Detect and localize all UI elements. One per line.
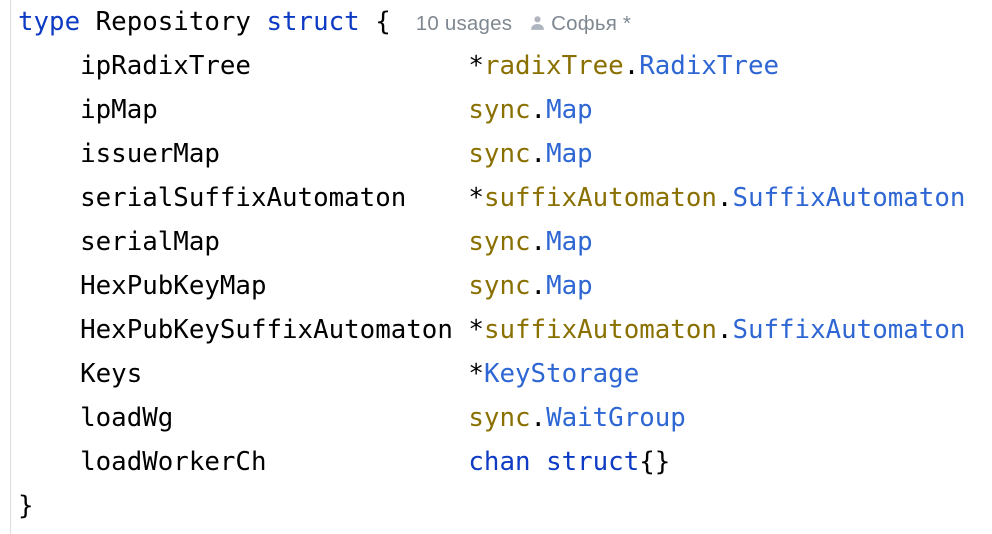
code-token-text: ipMap (18, 95, 469, 125)
code-token-package: sync (468, 271, 531, 301)
code-token-type_name: Map (546, 95, 593, 125)
code-token-text: Repository (80, 7, 267, 37)
code-token-text: . (716, 183, 733, 213)
code-line[interactable]: } (18, 484, 965, 528)
code-line[interactable]: issuerMap sync.Map (18, 132, 965, 176)
code-line[interactable]: serialMap sync.Map (18, 220, 965, 264)
code-token-text: . (530, 139, 547, 169)
code-token-text: . (530, 271, 547, 301)
code-token-package: suffixAutomaton (483, 183, 717, 213)
code-area[interactable]: type Repository struct {10 usages Софья *… (18, 0, 965, 528)
code-token-package: suffixAutomaton (483, 315, 717, 345)
code-token-type_name: RadixTree (639, 51, 780, 81)
code-token-type_name: Map (546, 271, 593, 301)
code-token-package: radixTree (483, 51, 624, 81)
code-token-text: } (18, 491, 34, 521)
code-token-keyword: chan (468, 447, 531, 477)
usages-inlay-hint[interactable]: 10 usages (415, 12, 513, 35)
code-token-text: . (530, 95, 547, 125)
code-token-type_name: WaitGroup (546, 403, 686, 433)
author-inlay-hint[interactable]: Софья * (551, 12, 632, 35)
person-icon (529, 15, 546, 32)
code-line[interactable]: serialSuffixAutomaton *suffixAutomaton.S… (18, 176, 965, 220)
code-token-package: sync (468, 139, 531, 169)
code-line[interactable]: HexPubKeyMap sync.Map (18, 264, 965, 308)
code-token-keyword: struct (266, 7, 360, 37)
code-token-text: {} (639, 447, 671, 477)
code-token-type_name: KeyStorage (483, 359, 640, 389)
code-token-keyword: struct (546, 447, 640, 477)
code-token-text: issuerMap (18, 139, 469, 169)
code-token-type_name: Map (546, 227, 593, 257)
code-line[interactable]: loadWorkerCh chan struct{} (18, 440, 965, 484)
code-token-package: sync (468, 95, 531, 125)
editor-left-border (10, 0, 11, 534)
code-token-text: serialSuffixAutomaton * (18, 183, 484, 213)
code-token-keyword: type (18, 7, 81, 37)
code-line[interactable]: HexPubKeySuffixAutomaton *suffixAutomato… (18, 308, 965, 352)
code-token-type_name: SuffixAutomaton (732, 183, 966, 213)
code-token-text: HexPubKeySuffixAutomaton * (18, 315, 484, 345)
code-line[interactable]: Keys *KeyStorage (18, 352, 965, 396)
code-token-text: . (530, 403, 547, 433)
code-line[interactable]: ipMap sync.Map (18, 88, 965, 132)
code-token-text: Keys * (18, 359, 484, 389)
code-token-text (531, 447, 547, 477)
code-token-text: HexPubKeyMap (18, 271, 469, 301)
code-token-text: loadWg (18, 403, 469, 433)
code-token-package: sync (468, 403, 531, 433)
code-line[interactable]: type Repository struct {10 usages Софья * (18, 0, 965, 44)
code-token-type_name: Map (546, 139, 593, 169)
code-token-text: . (530, 227, 547, 257)
code-line[interactable]: ipRadixTree *radixTree.RadixTree (18, 44, 965, 88)
code-token-type_name: SuffixAutomaton (732, 315, 966, 345)
code-token-text: . (623, 51, 640, 81)
code-token-text: { (359, 7, 391, 37)
code-token-package: sync (468, 227, 531, 257)
code-line[interactable]: loadWg sync.WaitGroup (18, 396, 965, 440)
code-token-text: . (716, 315, 733, 345)
code-token-text: serialMap (18, 227, 469, 257)
code-token-text: loadWorkerCh (18, 447, 469, 477)
code-token-text: ipRadixTree * (18, 51, 484, 81)
